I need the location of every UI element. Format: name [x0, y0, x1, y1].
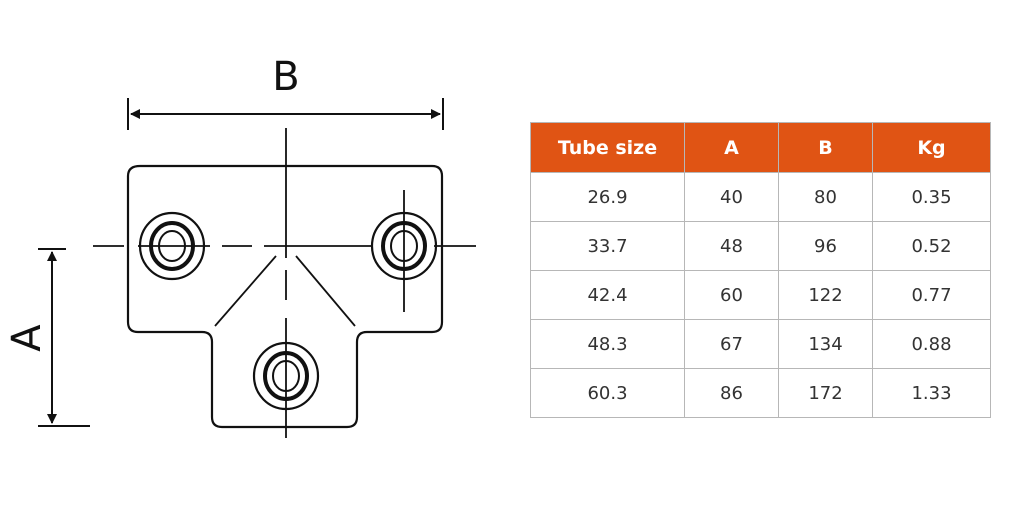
table-cell: 0.88 — [872, 319, 991, 369]
table-cell: 0.77 — [872, 270, 991, 320]
table-cell: 122 — [778, 270, 873, 320]
table-cell: 0.35 — [872, 172, 991, 222]
table-cell: 60 — [684, 270, 779, 320]
table-cell: 42.4 — [530, 270, 685, 320]
table-cell: 48.3 — [530, 319, 685, 369]
dimension-a-label: A — [4, 324, 50, 352]
left-bolt-hole — [138, 211, 206, 281]
dimension-a: A — [4, 248, 90, 427]
table-cell: 1.33 — [872, 368, 991, 418]
table-cell: 134 — [778, 319, 873, 369]
table-cell: 0.52 — [872, 221, 991, 271]
table-cell: 172 — [778, 368, 873, 418]
dimension-b-label: B — [272, 54, 299, 100]
table-cell: 86 — [684, 368, 779, 418]
table-header-cell: A — [684, 122, 779, 173]
table-cell: 33.7 — [530, 221, 685, 271]
bottom-bolt-hole — [252, 341, 320, 411]
tee-body-outline — [126, 164, 444, 429]
table-cell: 60.3 — [530, 368, 685, 418]
table-cell: 67 — [684, 319, 779, 369]
table-cell: 26.9 — [530, 172, 685, 222]
tee-fitting-diagram: B A — [4, 54, 476, 438]
right-bolt-hole — [370, 211, 438, 281]
dimension-b: B — [127, 54, 444, 130]
table-header-cell: Tube size — [530, 122, 685, 173]
table-header-cell: Kg — [872, 122, 991, 173]
table-cell: 80 — [778, 172, 873, 222]
table-cell: 96 — [778, 221, 873, 271]
table-cell: 48 — [684, 221, 779, 271]
center-lines — [93, 128, 476, 438]
table-header-cell: B — [778, 122, 873, 173]
table-cell: 40 — [684, 172, 779, 222]
